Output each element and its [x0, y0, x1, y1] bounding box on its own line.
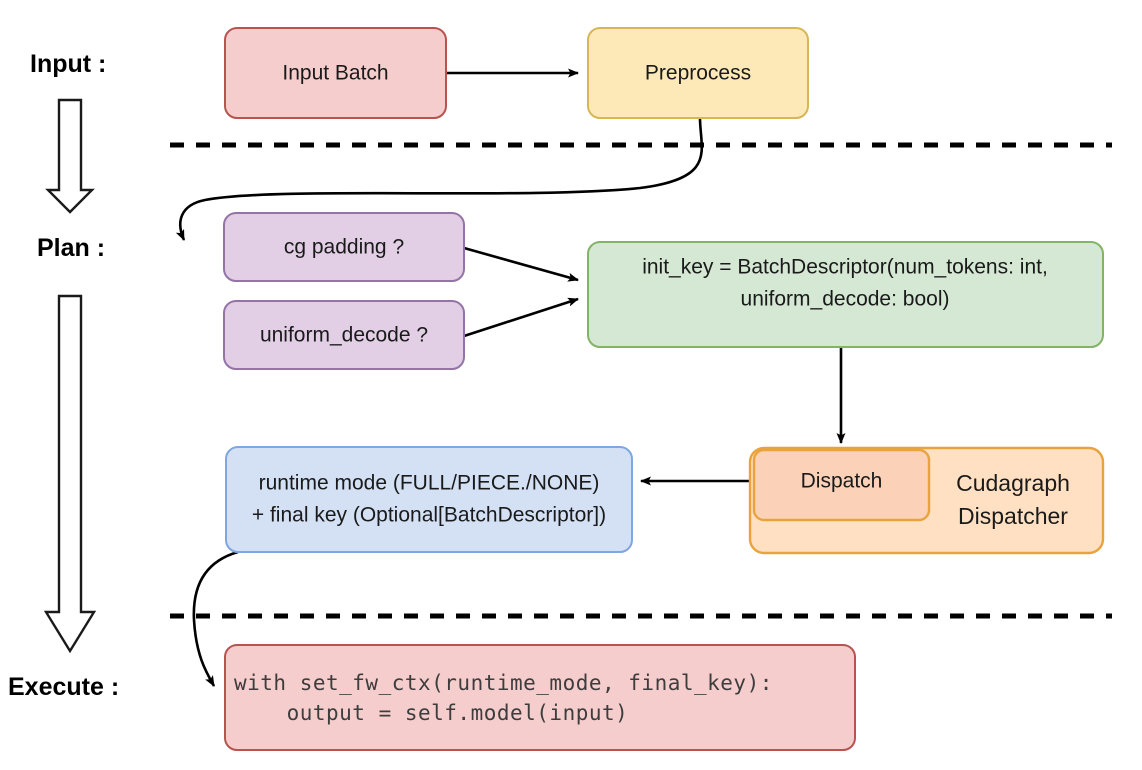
- node-uniform-decode-label: uniform_decode ?: [260, 324, 428, 347]
- node-preprocess-label: Preprocess: [645, 62, 751, 85]
- node-execute-code-shape[interactable]: [224, 644, 856, 751]
- node-input-batch[interactable]: Input Batch: [224, 27, 447, 119]
- node-uniform-decode-shape[interactable]: [223, 300, 465, 370]
- node-init-key-label-line1: init_key = BatchDescriptor(num_tokens: i…: [642, 256, 1048, 279]
- node-cg-padding-label: cg padding ?: [284, 236, 404, 259]
- node-cudagraph-dispatcher-label-line1: Cudagraph: [956, 470, 1070, 496]
- node-preprocess-shape[interactable]: [587, 27, 809, 119]
- node-dispatch[interactable]: Dispatch: [752, 448, 931, 522]
- edge-uniform-decode-to-init-key: [463, 297, 579, 338]
- node-execute-code[interactable]: with set_fw_ctx(runtime_mode, final_key)…: [224, 644, 856, 751]
- node-runtime-mode-label-line2: + final key (Optional[BatchDescriptor]): [252, 504, 606, 527]
- edge-preprocess-to-cg-padding: [175, 117, 704, 241]
- stage-label-execute: Execute :: [8, 673, 119, 701]
- node-uniform-decode[interactable]: uniform_decode ?: [223, 300, 465, 370]
- stage-label-plan: Plan :: [37, 234, 105, 262]
- stage-label-input: Input :: [30, 50, 106, 78]
- stage-block-arrow-plan-to-execute: [43, 294, 97, 654]
- node-execute-code-line2: output = self.model(input): [234, 701, 628, 725]
- node-cg-padding-shape[interactable]: [223, 212, 465, 282]
- edge-cg-padding-to-init-key: [463, 246, 579, 282]
- node-cudagraph-dispatcher-label-line2: Dispatcher: [958, 503, 1068, 529]
- node-preprocess[interactable]: Preprocess: [587, 27, 809, 119]
- node-init-key[interactable]: init_key = BatchDescriptor(num_tokens: i…: [587, 241, 1104, 348]
- node-init-key-label-line2: uniform_decode: bool): [741, 288, 950, 311]
- stage-block-arrow-input-to-plan: [45, 98, 95, 214]
- node-init-key-shape[interactable]: [587, 241, 1104, 348]
- edge-runtime-mode-to-execute-code: [192, 550, 239, 687]
- node-runtime-mode-label-line1: runtime mode (FULL/PIECE./NONE): [259, 472, 600, 495]
- node-input-batch-shape[interactable]: [224, 27, 447, 119]
- node-dispatch-shape[interactable]: [752, 448, 931, 522]
- node-dispatch-label: Dispatch: [801, 470, 883, 493]
- node-runtime-mode[interactable]: runtime mode (FULL/PIECE./NONE) + final …: [225, 446, 633, 553]
- node-cg-padding[interactable]: cg padding ?: [223, 212, 465, 282]
- node-execute-code-line1: with set_fw_ctx(runtime_mode, final_key)…: [234, 671, 773, 695]
- node-input-batch-label: Input Batch: [282, 62, 388, 85]
- node-runtime-mode-shape[interactable]: [225, 446, 633, 553]
